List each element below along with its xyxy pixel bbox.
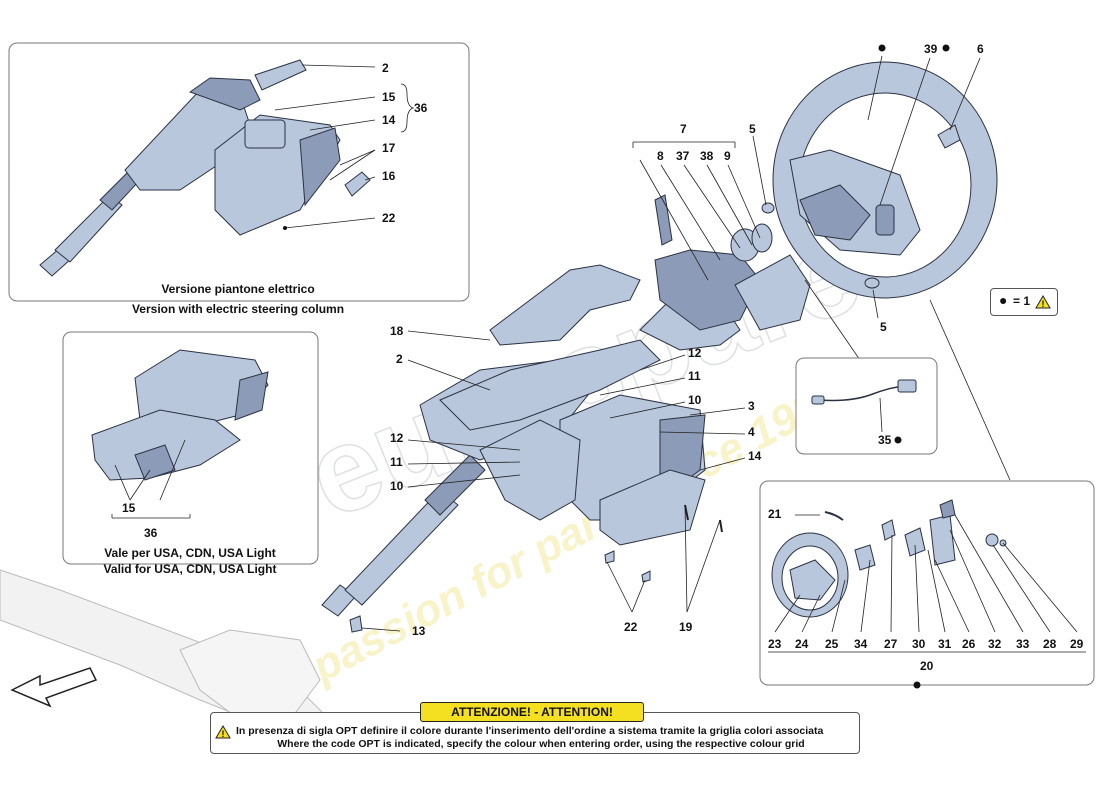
label-38: 38 — [700, 149, 714, 163]
inset-usa-covers: 15 36 Vale per USA, CDN, USA Light Valid… — [62, 331, 319, 576]
label-5: 5 — [749, 122, 756, 136]
label-20: 20 — [920, 659, 934, 673]
label-27: 27 — [884, 637, 898, 651]
caption-it: Vale per USA, CDN, USA Light — [104, 546, 276, 560]
label-37: 37 — [676, 149, 690, 163]
legend-box: ● = 1 ! — [990, 288, 1058, 316]
label-13: 13 — [412, 624, 426, 638]
label-4: 4 — [748, 425, 755, 439]
label-22: 22 — [624, 620, 638, 634]
inset-frame — [759, 480, 1095, 686]
warning-icon: ! — [1035, 295, 1051, 309]
caption-en: Valid for USA, CDN, USA Light — [104, 562, 277, 576]
label-29: 29 — [1070, 637, 1084, 651]
label-11: 11 — [688, 369, 701, 383]
steering-wheel-drawing — [761, 61, 998, 299]
label-31: 31 — [938, 637, 952, 651]
label-2: 2 — [396, 352, 403, 366]
svg-text:!: ! — [1042, 299, 1045, 309]
usa-covers-drawing — [91, 349, 269, 481]
warning-title: ATTENZIONE! - ATTENTION! — [420, 702, 644, 722]
label-5b: 5 — [880, 320, 887, 334]
label-2: 2 — [382, 61, 389, 75]
direction-arrow-icon — [10, 667, 98, 708]
main-column-drawing — [321, 194, 811, 633]
legend-text: = 1 — [1013, 294, 1031, 308]
label-14: 14 — [748, 449, 762, 463]
label-9: 9 — [724, 149, 731, 163]
label-14: 14 — [382, 113, 396, 127]
inset-electric-column: 2 15 14 36 17 16 22 Versione piantone el… — [8, 42, 470, 316]
label-11b: 11 — [390, 455, 403, 469]
inset-wheel-exploded: 21 23 24 25 34 27 30 31 26 32 33 28 29 2… — [759, 480, 1095, 689]
label-26: 26 — [962, 637, 976, 651]
steering-rack-drawing — [0, 569, 331, 741]
main-leaders — [361, 55, 1011, 632]
label-3: 3 — [748, 399, 755, 413]
label-18: 18 — [390, 324, 404, 338]
label-25: 25 — [825, 637, 839, 651]
label-8: 8 — [657, 149, 664, 163]
label-22: 22 — [382, 211, 396, 225]
label-24: 24 — [795, 637, 809, 651]
electric-column-drawing — [39, 59, 371, 277]
label-35: 35 — [878, 433, 892, 447]
label-21: 21 — [768, 507, 782, 521]
svg-text:!: ! — [222, 729, 225, 739]
label-19: 19 — [679, 620, 693, 634]
label-28: 28 — [1043, 637, 1057, 651]
label-23: 23 — [768, 637, 782, 651]
bullet-icon: ● — [999, 292, 1008, 308]
label-16: 16 — [382, 169, 396, 183]
caption-en: Version with electric steering column — [132, 302, 344, 316]
label-17: 17 — [382, 141, 396, 155]
label-12b: 12 — [390, 431, 404, 445]
label-6: 6 — [977, 42, 984, 56]
warning-text-en: Where the code OPT is indicated, specify… — [277, 738, 805, 750]
label-15: 15 — [382, 90, 396, 104]
label-36: 36 — [414, 101, 428, 115]
label-12: 12 — [688, 346, 702, 360]
warning-icon: ! — [215, 725, 231, 739]
label-32: 32 — [988, 637, 1002, 651]
label-30: 30 — [912, 637, 926, 651]
label-34: 34 — [854, 637, 868, 651]
inset-cable: 35 — [795, 357, 938, 455]
warning-text-it: In presenza di sigla OPT definire il col… — [236, 725, 824, 737]
caption-it: Versione piantone elettrico — [161, 282, 314, 296]
screws-19-drawing — [684, 504, 723, 533]
label-33: 33 — [1016, 637, 1030, 651]
inset-frame — [795, 357, 938, 455]
label-15: 15 — [122, 501, 136, 515]
label-10: 10 — [688, 393, 702, 407]
label-36: 36 — [144, 526, 158, 540]
label-39: 39 — [924, 42, 938, 56]
label-7: 7 — [680, 122, 687, 136]
label-10b: 10 — [390, 479, 404, 493]
